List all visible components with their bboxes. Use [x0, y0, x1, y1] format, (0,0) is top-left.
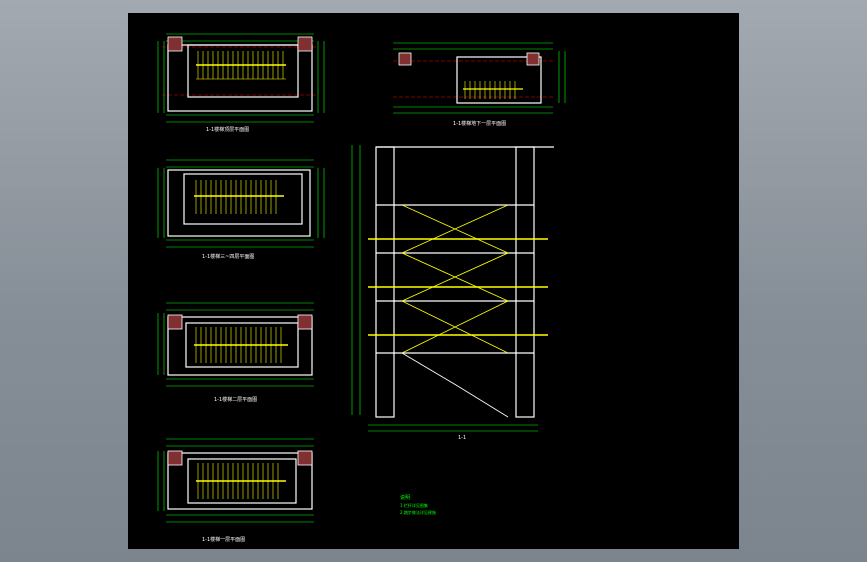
plan-walls: [456, 56, 542, 104]
stair-flight: [463, 81, 523, 99]
plan-dimension-lines: [157, 159, 325, 248]
plan-walls: [167, 316, 313, 376]
section-title: 1-1: [458, 435, 466, 441]
plan-top-left: 1-1楼梯顶层平面图: [157, 33, 325, 133]
notes-title: 说明: [400, 494, 410, 501]
column-hatch: [167, 36, 183, 52]
column-hatch: [297, 450, 313, 466]
column-hatch: [297, 36, 313, 52]
plan-title: 1-1楼梯三~四层平面图: [202, 253, 254, 260]
plan-walls: [167, 44, 313, 112]
column-hatch: [297, 314, 313, 330]
stair-flight: [194, 180, 284, 214]
plan-dimension-lines: [393, 42, 566, 114]
stair-section: 1-1: [351, 145, 554, 441]
drawing-svg: 1-1楼梯顶层平面图 1-1楼梯三~四层平面图: [157, 33, 566, 543]
notes-line: 2.踏步做法详见建施: [400, 509, 436, 515]
plan-3: 1-1楼梯三~四层平面图: [157, 159, 325, 260]
section-lower-flight: [401, 352, 509, 418]
plan-dimension-lines: [157, 438, 314, 523]
stair-flight: [196, 463, 286, 499]
plan-walls: [167, 169, 311, 237]
drawing-canvas[interactable]: 1-1楼梯顶层平面图 1-1楼梯三~四层平面图: [128, 13, 739, 549]
section-stair-flights: [401, 204, 509, 354]
plan-title: 1-1楼梯一层平面图: [202, 536, 245, 543]
stair-flight: [196, 51, 286, 80]
plan-2: 1-1楼梯二层平面图: [157, 302, 314, 403]
plan-1: 1-1楼梯一层平面图: [157, 438, 314, 543]
plan-title: 1-1楼梯地下一层平面图: [453, 120, 506, 127]
stair-flight: [194, 327, 288, 363]
plan-dimension-lines: [157, 33, 325, 123]
column-hatch: [167, 450, 183, 466]
column-hatch: [398, 52, 412, 66]
section-floor-bands: [368, 238, 548, 336]
plan-dimension-lines: [157, 302, 314, 387]
plan-axis-lines: [393, 60, 553, 98]
plan-title: 1-1楼梯二层平面图: [214, 396, 257, 403]
column-hatch: [167, 314, 183, 330]
section-dimension-lines: [351, 145, 538, 432]
plan-axis-lines: [162, 46, 318, 96]
plan-title: 1-1楼梯顶层平面图: [206, 126, 249, 133]
drawing-notes: 说明 1.栏杆详见图集 2.踏步做法详见建施: [400, 494, 436, 515]
notes-line: 1.栏杆详见图集: [400, 502, 428, 508]
plan-top-right: 1-1楼梯地下一层平面图: [393, 42, 566, 127]
column-hatch: [526, 52, 540, 66]
plan-walls: [167, 452, 313, 510]
